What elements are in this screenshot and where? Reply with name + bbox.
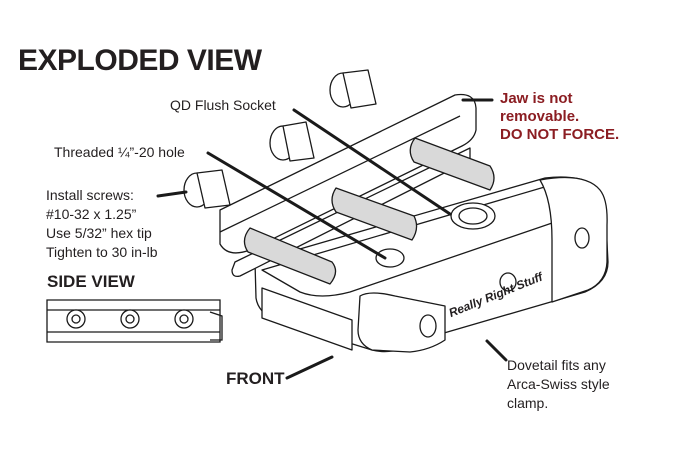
leader-threaded xyxy=(206,151,387,260)
screw-icon xyxy=(66,309,86,329)
dovetail-line: Dovetail fits any xyxy=(507,357,606,373)
callout-dovetail: Dovetail fits any Arca-Swiss style clamp… xyxy=(507,356,610,413)
front-label: FRONT xyxy=(226,369,285,388)
install-line: Install screws: xyxy=(46,187,134,203)
clamp-jaw xyxy=(219,93,477,254)
warning-line: Jaw is not xyxy=(500,90,573,107)
leader-qd xyxy=(292,108,452,216)
install-line: #10-32 x 1.25” xyxy=(46,206,137,222)
leader-dovetail xyxy=(485,339,508,362)
screw-icon xyxy=(329,69,495,191)
screw-icon xyxy=(120,309,140,329)
hole-icon xyxy=(375,248,405,268)
callout-qd-socket: QD Flush Socket xyxy=(170,97,276,113)
screw-icon xyxy=(269,121,418,241)
front-hole-icon xyxy=(419,314,437,338)
callout-install: Install screws: #10-32 x 1.25” Use 5/32”… xyxy=(46,186,158,262)
side-view-title: SIDE VIEW xyxy=(47,272,135,291)
warning-line: DO NOT FORCE. xyxy=(500,126,620,143)
callout-warning: Jaw is not removable. DO NOT FORCE. xyxy=(500,90,619,144)
leader-front xyxy=(285,355,334,380)
dovetail-lip xyxy=(261,287,353,351)
side-hole-icon xyxy=(574,227,590,249)
right-end-cap xyxy=(539,176,608,303)
install-line: Use 5/32” hex tip xyxy=(46,225,152,241)
leader-install xyxy=(156,190,188,198)
dovetail-line: clamp. xyxy=(507,395,549,411)
center-hole-icon xyxy=(499,272,517,292)
side-view-drawing xyxy=(46,299,223,343)
screw-icon xyxy=(174,309,194,329)
callout-threaded-hole: Threaded ¼”-20 hole xyxy=(54,144,185,160)
dovetail-line: Arca-Swiss style xyxy=(507,376,610,392)
screw-icon xyxy=(183,169,337,285)
install-line: Tighten to 30 in-lb xyxy=(46,244,158,260)
page-title: EXPLODED VIEW xyxy=(18,44,262,77)
front-end-cap xyxy=(357,292,446,353)
warning-line: removable. xyxy=(500,108,580,125)
